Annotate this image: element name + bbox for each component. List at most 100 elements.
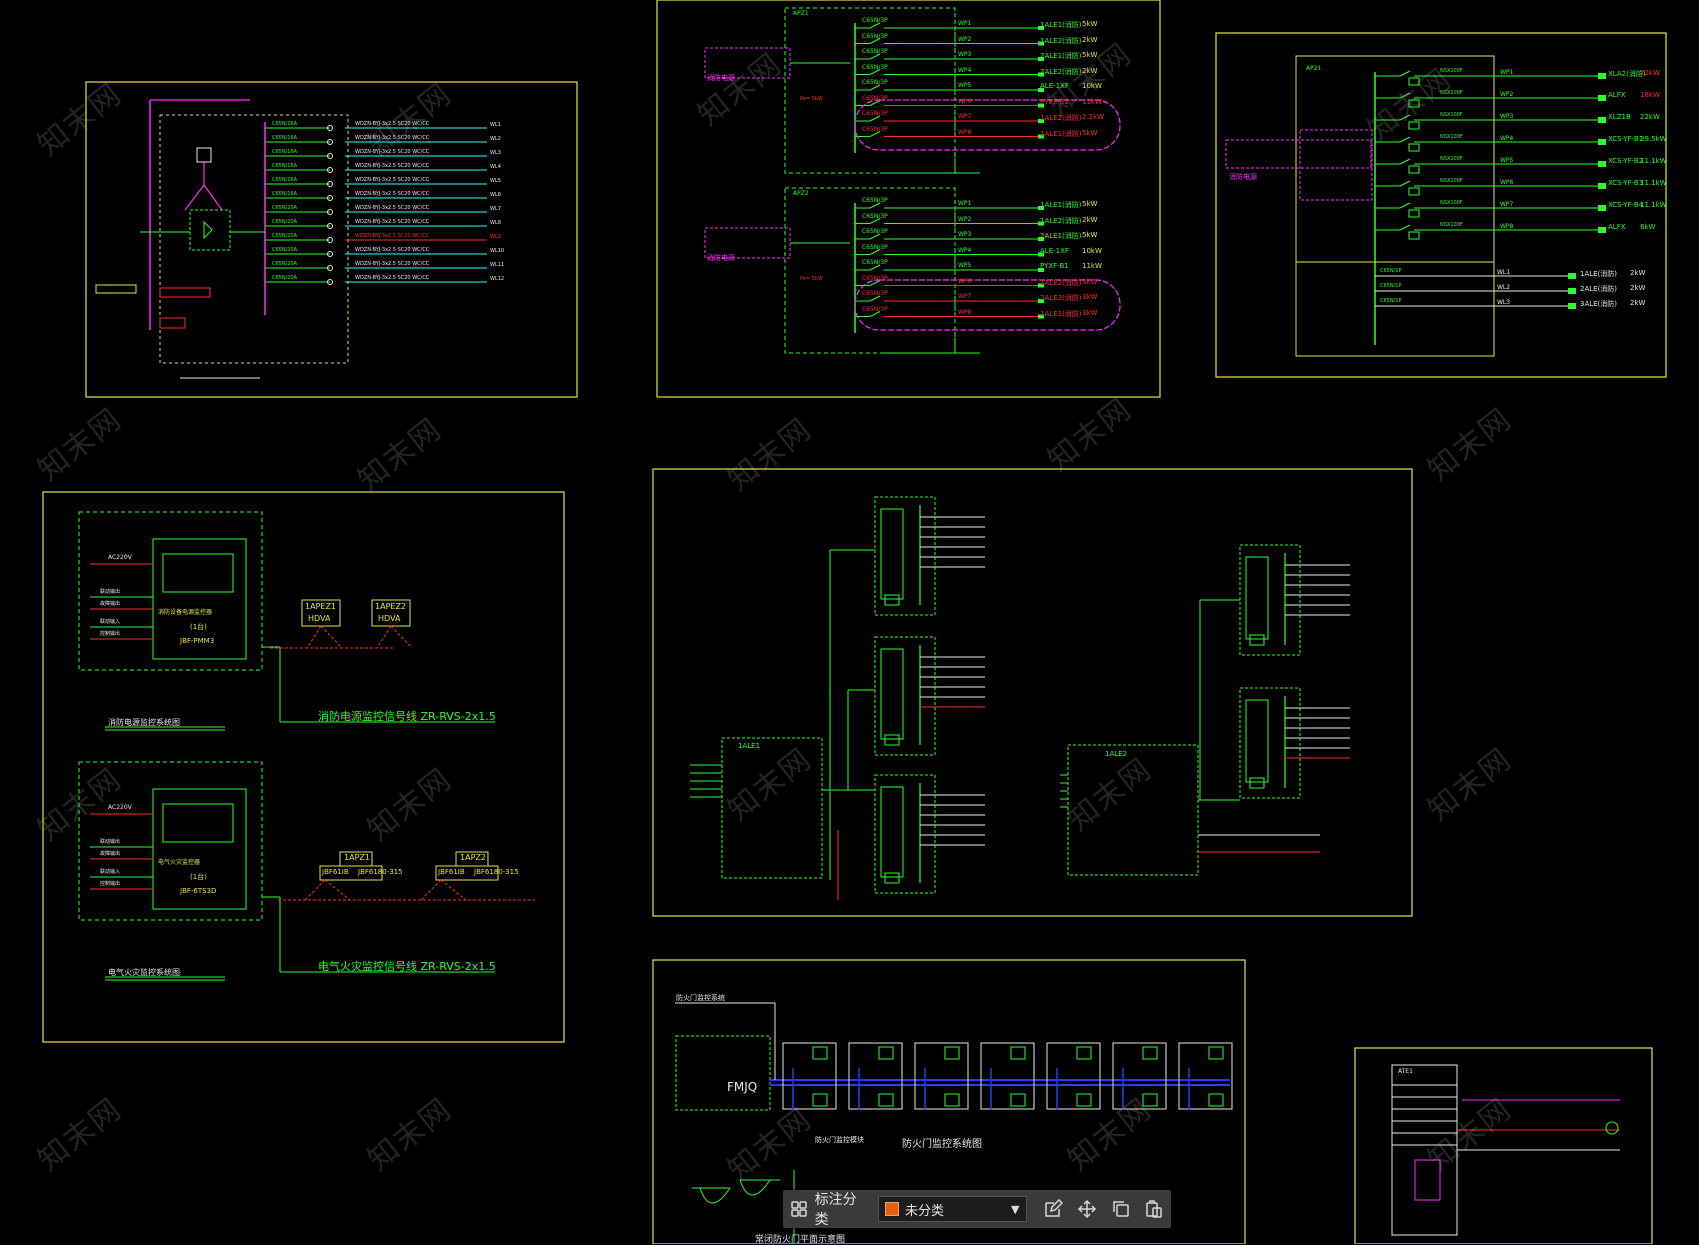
system-caption: 消防电源监控系统图	[108, 718, 180, 727]
grid-icon[interactable]	[783, 1190, 815, 1228]
fmjq-label: FMJQ	[727, 1080, 758, 1094]
node-model: JBF6180-315	[474, 868, 519, 876]
power-label: 5kW	[1082, 200, 1098, 208]
breaker-label: C65N/1P	[1380, 268, 1402, 274]
circuit-label: WL11	[490, 262, 505, 268]
cable-label: WDZN-BYJ-3x2.5 SC20 WC/CC	[355, 233, 430, 239]
device-label: 消防设备电源监控器	[158, 609, 213, 616]
io-label: 控制输出	[100, 631, 121, 637]
breaker-label: C65N/3P	[862, 79, 888, 86]
circuit-label: WL5	[490, 178, 501, 184]
circuit-label: WP8	[958, 128, 972, 136]
circuit-label: WL8	[490, 220, 501, 226]
breaker-label: C65N/20A	[272, 205, 298, 211]
target-label: XLA2(消防)	[1608, 70, 1646, 78]
cable-label: WDZN-BYJ-3x2.5 SC20 WC/CC	[355, 177, 430, 183]
device-model: JBF-6TS3D	[180, 887, 217, 895]
target-label: ALFX	[1608, 223, 1626, 231]
circuit-label: WL3	[490, 150, 501, 156]
box-label-apz2: APZ2	[793, 190, 809, 197]
circuit-label: WL12	[490, 276, 505, 282]
breaker-label: NSX100F	[1440, 90, 1463, 96]
circuit-label: WP5	[1500, 157, 1514, 164]
circuit-label: WP3	[958, 231, 972, 238]
edit-button[interactable]	[1037, 1190, 1071, 1228]
circuit-label: WP3	[1500, 113, 1514, 120]
breaker-label: C65N/16A	[272, 121, 298, 127]
frame-bottom-mid	[652, 959, 1246, 1244]
breaker-label: NSX100F	[1440, 134, 1463, 140]
circuit-label: WP7	[958, 113, 972, 120]
power-label: 3kW	[1082, 277, 1098, 286]
breaker-label: C65N/1P	[1380, 283, 1402, 289]
power-label: 2kW	[1630, 299, 1646, 307]
node-model: JBF61IB	[438, 868, 465, 876]
schematic-artwork	[78, 7, 1620, 1244]
power-label: 5kW	[1082, 20, 1098, 28]
breaker-label: C65N/3P	[862, 32, 888, 40]
breaker-label: NSX100F	[1440, 112, 1463, 118]
power-label: 22kW	[1640, 69, 1660, 77]
signal-line-label: 电气火灾监控信号线 ZR-RVS-2x1.5	[318, 960, 496, 973]
circuit-label: WP5	[958, 262, 972, 269]
breaker-label: C65N/3P	[862, 228, 888, 235]
frame-top-mid	[656, 0, 1161, 398]
circuit-label: WP2	[1500, 91, 1514, 98]
breaker-label: C65N/3P	[862, 125, 888, 133]
cable-label: WDZN-BYJ-3x2.5 SC20 WC/CC	[355, 275, 430, 281]
target-label: ALFX	[1608, 91, 1626, 99]
calc-label: Pe= 5kW	[800, 96, 823, 102]
target-label: ALE-1XF	[1040, 246, 1069, 255]
target-label: 1ALE2(消防)	[1040, 278, 1082, 287]
plan-caption: 常闭防火门平面示意图	[755, 1235, 846, 1245]
breaker-label: C65N/3P	[862, 94, 888, 102]
cable-label: WDZN-BYJ-3x2.5 SC20 WC/CC	[355, 191, 430, 197]
breaker-label: C65N/3P	[862, 197, 888, 204]
cable-label: WDZN-BYJ-3x2.5 SC20 WC/CC	[355, 135, 430, 141]
ac-label: AC220V	[108, 804, 132, 811]
circuit-label: WP1	[958, 200, 972, 207]
power-label: 5kW	[1082, 231, 1098, 239]
breaker-label: C65N/3P	[862, 212, 888, 220]
power-label: 11kW	[1082, 262, 1102, 270]
breaker-label: NSX100F	[1440, 200, 1463, 206]
circuit-label: WP8	[958, 308, 972, 316]
power-source-note: 消防电源	[707, 74, 735, 82]
frame-bottom-right	[1354, 1047, 1653, 1244]
breaker-label: C65N/3P	[862, 110, 888, 117]
target-label: 2ALE2(消防)	[1040, 67, 1082, 76]
category-dropdown[interactable]: 未分类 ▼	[878, 1196, 1027, 1222]
paste-button[interactable]	[1137, 1190, 1171, 1228]
fire-door-caption: 防火门监控系统图	[902, 1139, 982, 1150]
circuit-label: WP3	[958, 51, 972, 58]
annotation-toolbar: 标注分类 未分类 ▼	[783, 1190, 1171, 1228]
power-label: 3kW	[1082, 308, 1098, 317]
target-label: 1ALE1(消防)	[1040, 21, 1082, 29]
breaker-label: C65N/20A	[272, 219, 298, 225]
circuit-label: WP7	[1500, 201, 1514, 208]
power-label: 2kW	[1082, 66, 1098, 75]
breaker-label: C65N/3P	[862, 290, 888, 297]
circuit-label: WP6	[958, 97, 972, 105]
circuit-label: WP6	[1500, 179, 1514, 186]
target-label: 1ALE2(消防)	[1040, 36, 1082, 45]
move-icon	[1077, 1199, 1096, 1219]
target-label: PYXF-B1	[1040, 97, 1069, 106]
circuit-label: WL2	[1497, 284, 1511, 291]
target-label: 3ALE(消防)	[1580, 300, 1618, 308]
circuit-label: WP7	[958, 293, 972, 300]
copy-button[interactable]	[1104, 1190, 1138, 1228]
breaker-label: C65N/20A	[272, 247, 298, 253]
breaker-label: C65N/3P	[862, 305, 888, 313]
circuit-label: WL1	[490, 122, 501, 128]
power-source-note-2: 消防电源	[707, 254, 735, 262]
circuit-label: WP4	[1500, 135, 1514, 142]
move-button[interactable]	[1070, 1190, 1104, 1228]
breaker-label: C65N/20A	[272, 233, 298, 239]
power-label: 18kW	[1640, 91, 1660, 99]
circuit-label: WL1	[1497, 269, 1511, 276]
cable-label: WDZN-BYJ-3x2.5 SC20 WC/CC	[355, 149, 430, 155]
io-label: 控制输出	[100, 881, 121, 887]
box-label-ap21: AP21	[1306, 65, 1322, 72]
